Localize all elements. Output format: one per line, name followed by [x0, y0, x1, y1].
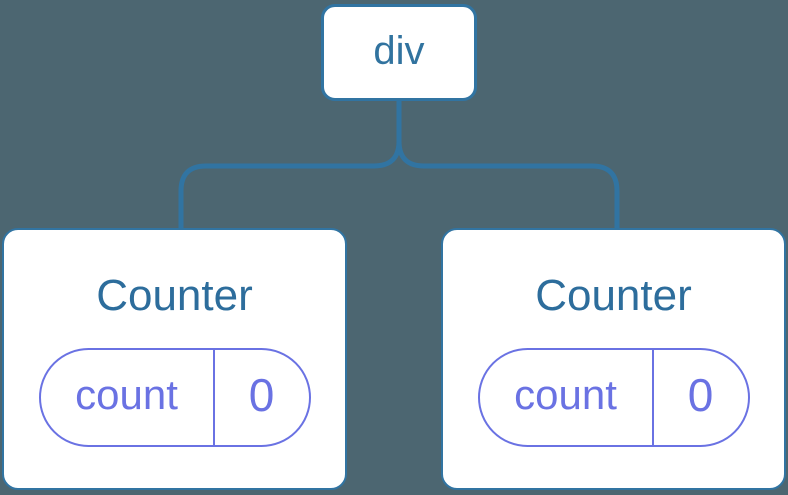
- root-node-label: div: [373, 28, 425, 73]
- state-key-label: count: [41, 349, 215, 445]
- edge-root-to-left-counter: [178, 98, 402, 232]
- component-title: Counter: [535, 271, 692, 320]
- counter-card-left: Counter count 0: [2, 228, 347, 490]
- edge-root-to-right-counter: [396, 98, 620, 232]
- state-value: 0: [687, 369, 714, 422]
- state-value: 0: [248, 369, 275, 422]
- state-pill: count 0: [477, 347, 750, 447]
- state-pill: count 0: [38, 347, 311, 447]
- counter-card-right: Counter count 0: [441, 228, 786, 490]
- state-key-label: count: [480, 349, 654, 445]
- component-title: Counter: [96, 271, 253, 320]
- tree-node-div: div: [321, 4, 477, 101]
